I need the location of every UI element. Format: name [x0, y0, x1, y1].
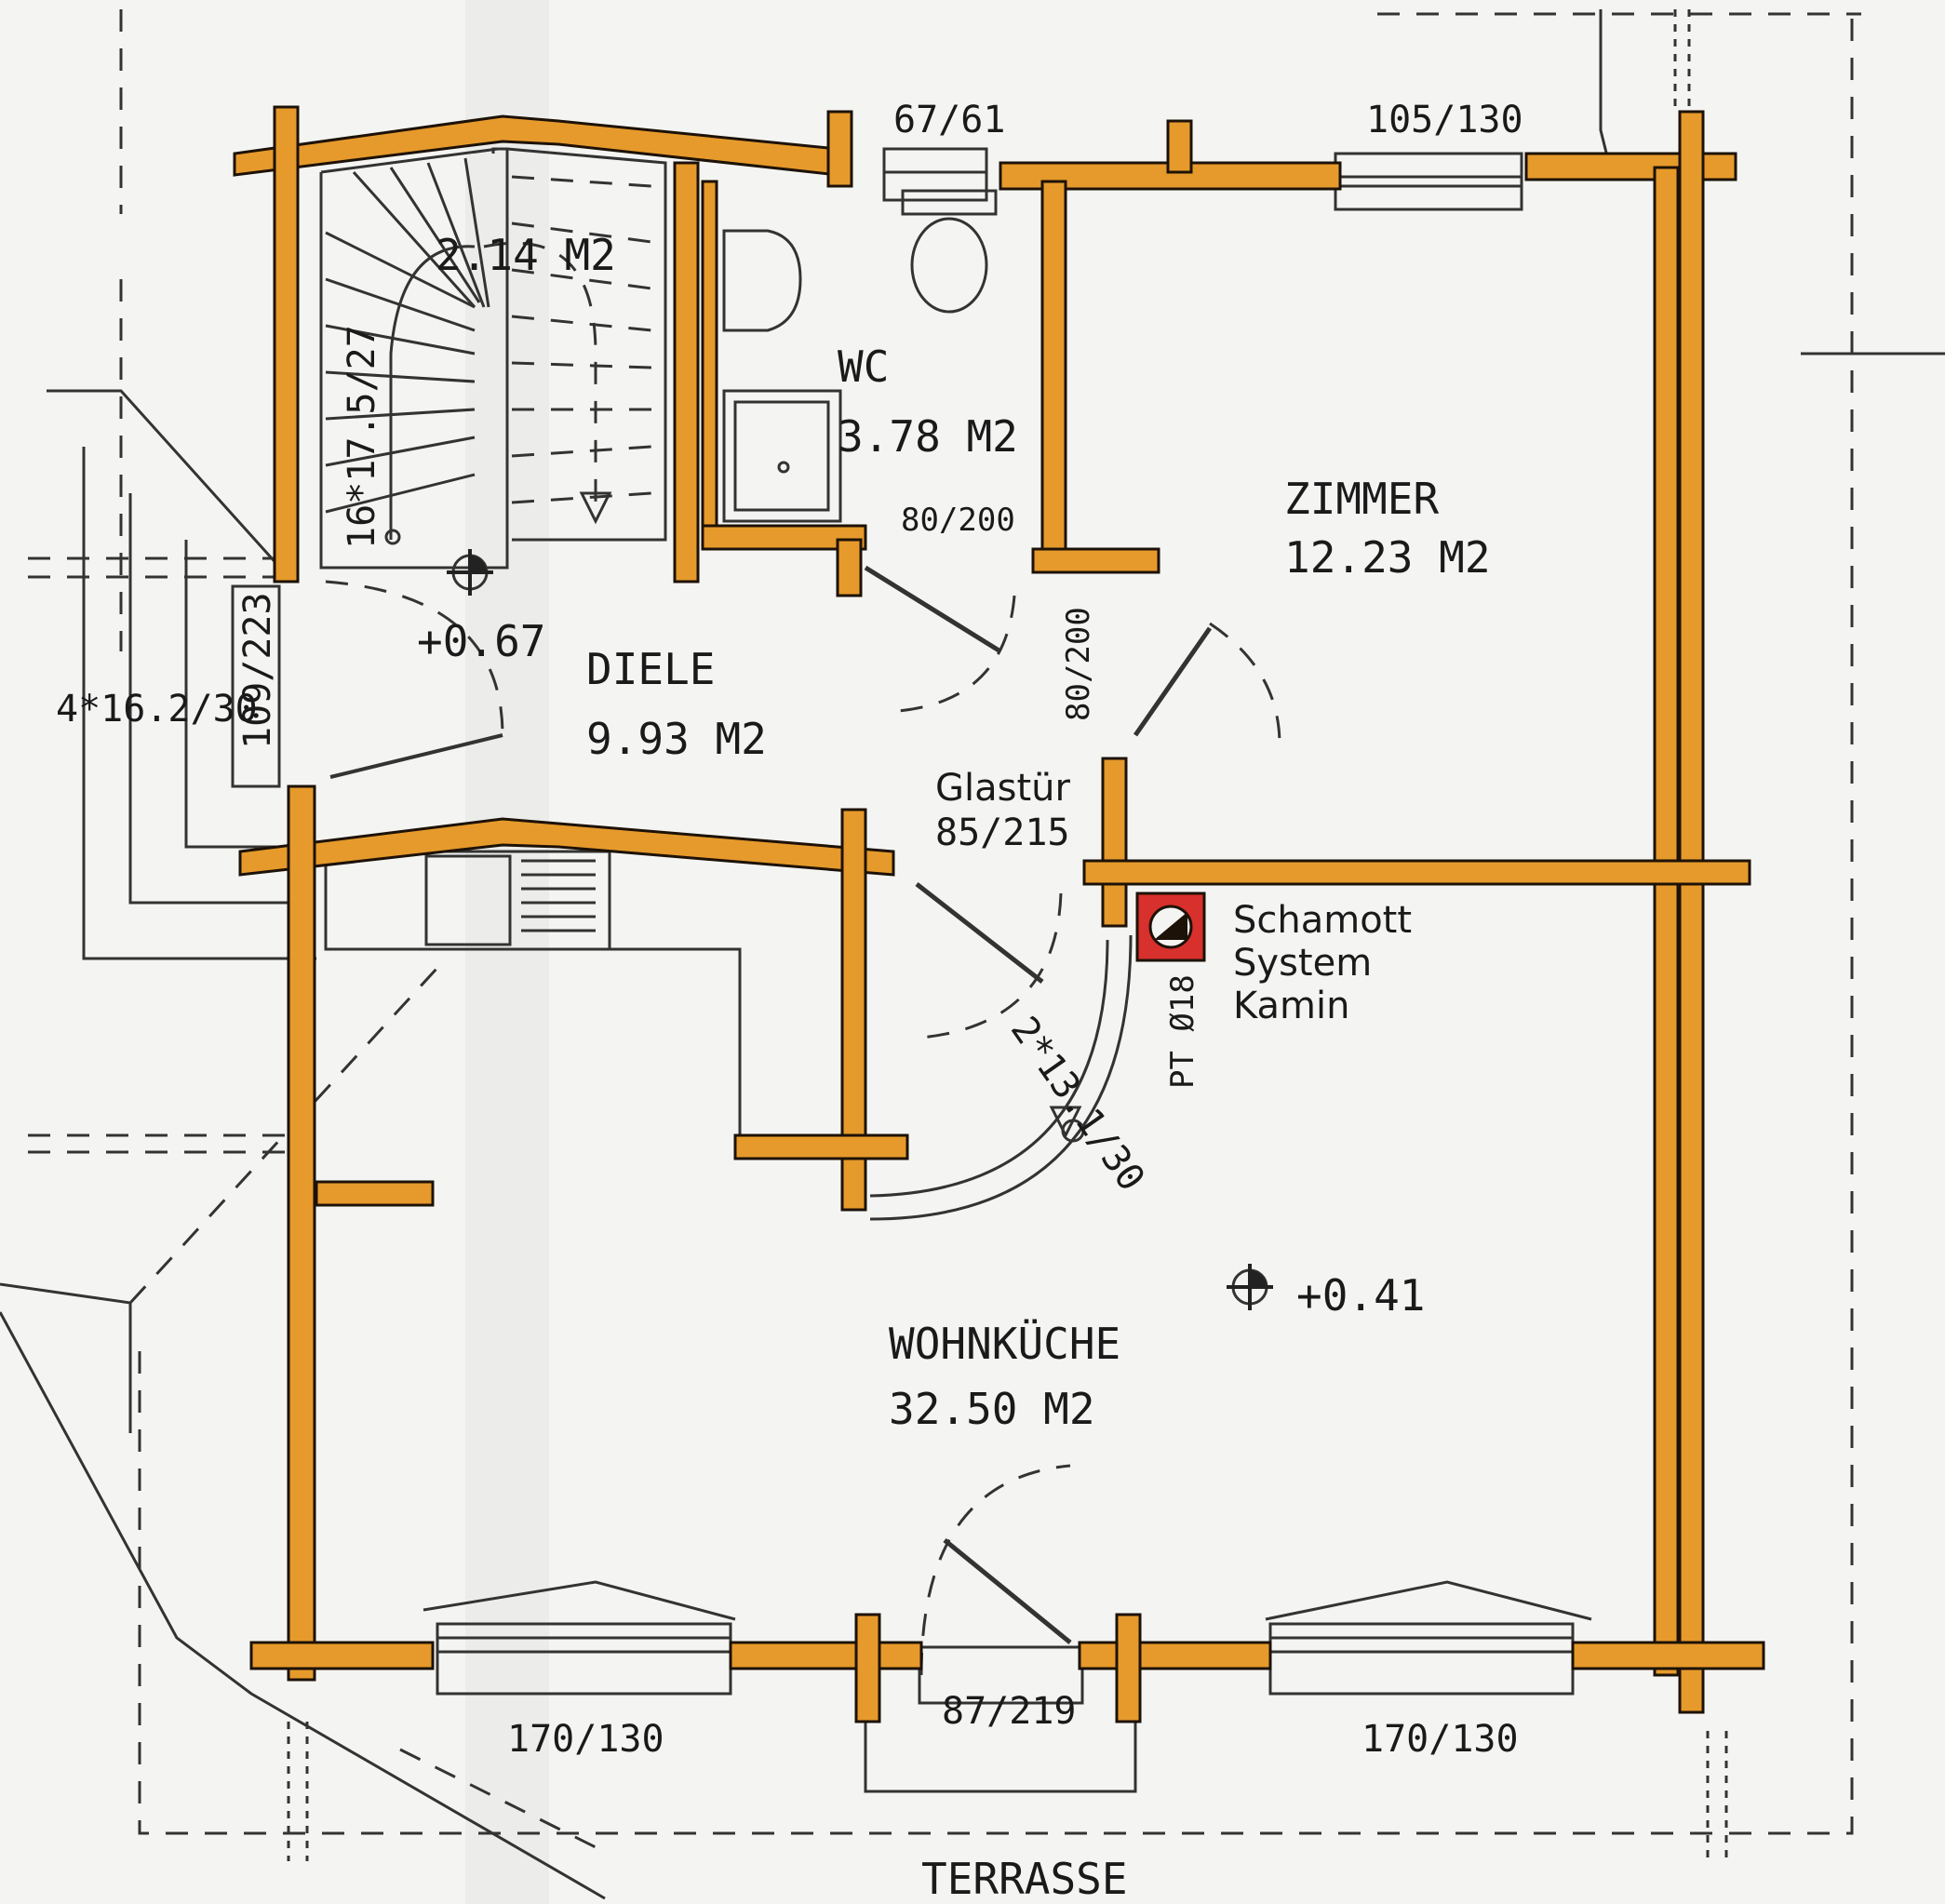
wc-name: WC: [838, 342, 889, 392]
chimney-block: [1135, 892, 1206, 962]
wohnkueche-area: 32.50 M2: [889, 1384, 1095, 1434]
terrace-label: TERRASSE: [921, 1854, 1128, 1904]
chimney-pipe: PT Ø18: [1164, 974, 1201, 1089]
glass-door-name: Glastür: [935, 767, 1070, 810]
level-lower-label: +0.41: [1296, 1270, 1425, 1321]
zimmer-area: 12.23 M2: [1284, 532, 1491, 583]
chimney-line1: Schamott: [1233, 899, 1412, 942]
wc-area: 3.78 M2: [838, 411, 1018, 462]
toilet-icon: [910, 217, 988, 314]
stairs-steps: 16*17.5/27: [341, 325, 383, 549]
door-swings: [864, 565, 1281, 1676]
wall-diele-kitchen: [238, 817, 895, 877]
window-zimmer-label: 105/130: [1366, 99, 1523, 141]
door-wc-label: 80/200: [901, 502, 1015, 539]
wohnkueche-name: WOHNKÜCHE: [889, 1319, 1120, 1369]
level-marker-upper: [447, 549, 493, 596]
chimney-line3: Kamin: [1233, 985, 1349, 1027]
wall-right-inner: [1653, 166, 1680, 1677]
glass-door-leaf: [915, 882, 1044, 984]
chimney: [1135, 892, 1206, 962]
wall-bottom-left: [729, 1641, 923, 1670]
wall-left-upper: [273, 105, 300, 583]
wall-stair-right: [673, 161, 700, 583]
wall-left-lower: [287, 784, 316, 1682]
stairs-area: 2.14 M2: [436, 230, 616, 280]
terrace-door-label: 87/219: [942, 1690, 1077, 1733]
sink-icon: [424, 854, 512, 946]
wall-bottom-middle: [1078, 1641, 1272, 1670]
window-wc: [882, 147, 988, 202]
terrace-door-leaf: [943, 1538, 1072, 1644]
wall-wc-zimmer: [1040, 180, 1067, 560]
glass-door-size: 85/215: [935, 811, 1070, 854]
level-upper-label: +0.67: [417, 616, 545, 666]
wall-top-middle: [999, 161, 1342, 191]
door-zimmer-label: 80/200: [1060, 607, 1097, 721]
wall-right-outer: [1678, 110, 1705, 1714]
window-bottom-right-label: 170/130: [1362, 1718, 1519, 1761]
entrance-label: 109/223: [236, 592, 279, 749]
inner-stairs: [869, 934, 1133, 1221]
zimmer-door-leaf: [1133, 626, 1213, 737]
wall-bottom-right: [1571, 1641, 1765, 1670]
window-wc-label: 67/61: [893, 99, 1005, 141]
diele-name: DIELE: [586, 644, 715, 694]
diele-area: 9.93 M2: [586, 714, 767, 764]
terrace-door-frame: [918, 1645, 1084, 1705]
zimmer-name: ZIMMER: [1284, 474, 1439, 524]
outside-steps-label: 4*16.2/30: [56, 688, 258, 731]
wc-fixtures: [722, 189, 998, 523]
shower-icon: [722, 389, 842, 523]
wall-zimmer-kitchen: [1082, 859, 1751, 886]
entrance-opening: [231, 580, 504, 788]
window-bottom-left-label: 170/130: [507, 1718, 664, 1761]
chimney-line2: System: [1233, 942, 1372, 985]
wc-door-leaf: [864, 565, 1002, 654]
timber-walls: [233, 105, 1765, 1723]
outside-stair-lines: [0, 389, 606, 1900]
staircase: [319, 147, 667, 570]
level-marker-lower: [1227, 1264, 1273, 1310]
